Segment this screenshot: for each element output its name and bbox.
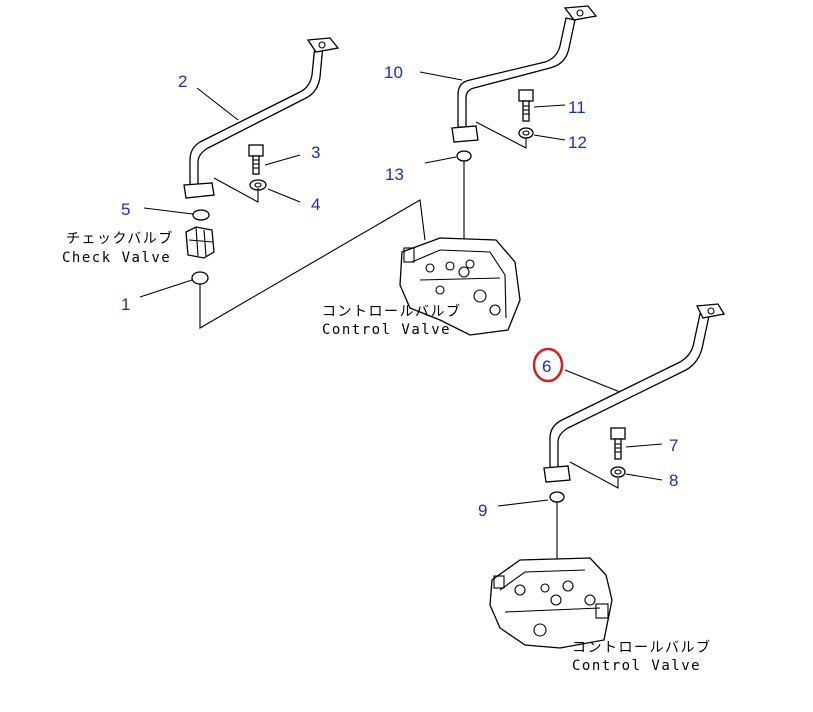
callout-10: 10 [384,63,403,82]
control-valve-1-caption-jp: コントロールバルブ [322,303,462,320]
callout-12: 12 [568,133,587,152]
callout-7: 7 [669,436,678,455]
o-ring-9 [549,491,565,503]
o-ring-1 [191,271,209,285]
callout-5: 5 [121,200,130,219]
control-valve-2-illustration [489,557,613,649]
callout-6-highlight-ring [532,347,564,383]
check-valve-illustration [185,226,215,259]
pipe-10-top-flange [563,5,598,21]
bolt-7 [610,427,626,460]
bolt-11 [518,89,534,122]
callout-6: 6 [542,357,551,376]
pipe-6-bottom-flange [543,465,571,483]
pipe-assembly-6 [497,303,726,605]
washer-12 [518,127,534,139]
callout-3: 3 [311,143,320,162]
callout-1: 1 [121,295,130,314]
pipe-10 [457,17,576,128]
check-valve-caption-jp: チェックバルブ [66,230,174,247]
callout-8: 8 [669,471,678,490]
callout-9: 9 [478,501,487,520]
o-ring-13 [456,150,472,162]
callout-11: 11 [568,98,586,117]
pipe-6-top-flange [695,303,726,319]
o-ring-5 [192,209,210,221]
bolt-3 [248,144,264,175]
control-valve-2-caption-en: Control Valve [572,658,701,674]
pipe-10-bottom-flange [451,125,479,143]
control-valve-1-caption-en: Control Valve [322,322,451,338]
callout-4: 4 [311,195,320,214]
callout-13: 13 [385,165,404,184]
pipe-2-top-flange [306,37,340,53]
washer-8 [610,466,626,478]
pipe-assembly-10 [419,5,598,268]
pipe-6 [549,313,710,469]
control-valve-2-caption-jp: コントロールバルブ [572,639,712,656]
callout-2: 2 [178,72,187,91]
pipe-2-bottom-flange [183,182,215,199]
pipe-assembly-2 [139,37,426,329]
control-valve-1-illustration [399,237,521,336]
check-valve-caption-en: Check Valve [62,250,171,266]
